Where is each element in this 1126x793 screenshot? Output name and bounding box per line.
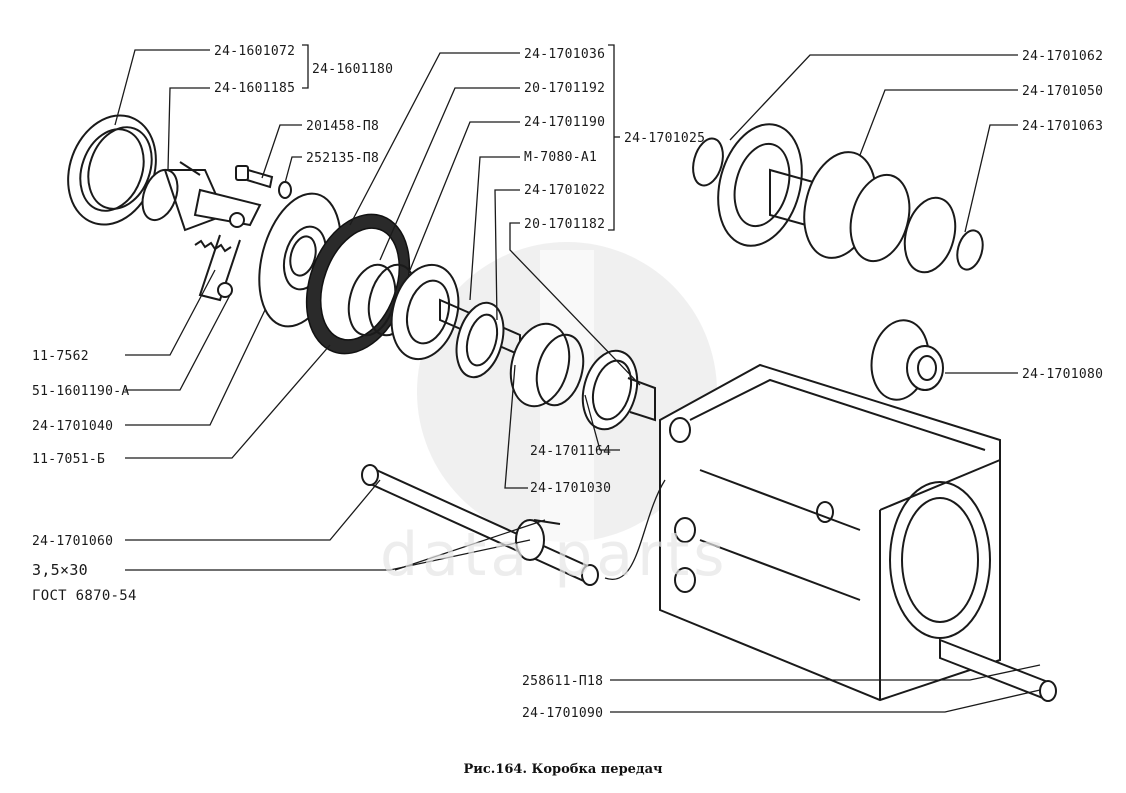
- label-24-1701063: 24-1701063: [1022, 119, 1103, 134]
- label-24-1601072: 24-1601072: [214, 44, 295, 59]
- synchro-ring-part: [581, 349, 656, 431]
- gearbox-housing-part: [659, 363, 1001, 702]
- label-258611-p18: 258611-П18: [522, 674, 603, 689]
- leader-lines: [114, 44, 1041, 713]
- label-24-1701164: 24-1701164: [530, 444, 611, 459]
- label-24-1701050: 24-1701050: [1022, 84, 1103, 99]
- label-11-7051-b: 11-7051-Б: [32, 452, 105, 467]
- pin-part: [533, 519, 561, 525]
- label-24-1701060: 24-1701060: [32, 534, 113, 549]
- bolt-part: [235, 165, 274, 189]
- reverse-axis-part: [939, 638, 1057, 702]
- label-201458-p8: 201458-П8: [306, 119, 379, 134]
- input-bearing-part: [390, 263, 460, 361]
- reverse-idler-gear-part: [870, 319, 944, 401]
- label-252135-p8: 252135-П8: [306, 151, 379, 166]
- washer-part: [278, 181, 292, 199]
- label-24-1601180: 24-1601180: [312, 62, 393, 77]
- label-24-1701190: 24-1701190: [524, 115, 605, 130]
- counter-gear-cluster-part: [692, 123, 984, 274]
- label-24-1701030: 24-1701030: [530, 481, 611, 496]
- label-20-1701182: 20-1701182: [524, 217, 605, 232]
- label-24-1601185: 24-1601185: [214, 81, 295, 96]
- label-24-1701022: 24-1701022: [524, 183, 605, 198]
- label-pin-size: 3,5×30: [32, 561, 88, 579]
- label-24-1701036: 24-1701036: [524, 47, 605, 62]
- label-24-1701090: 24-1701090: [522, 706, 603, 721]
- label-11-7562: 11-7562: [32, 349, 89, 364]
- label-20-1701192: 20-1701192: [524, 81, 605, 96]
- part-labels: 24-1601072 24-1601185 24-1601180 201458-…: [32, 44, 1103, 721]
- label-24-1701080: 24-1701080: [1022, 367, 1103, 382]
- label-24-1701040: 24-1701040: [32, 419, 113, 434]
- spring-part: [194, 239, 232, 253]
- label-m-7080-a1: М-7080-А1: [524, 150, 597, 165]
- label-51-1601190-a: 51-1601190-А: [32, 384, 130, 399]
- label-24-1701062: 24-1701062: [1022, 49, 1103, 64]
- label-gost-standard: ГОСТ 6870-54: [32, 588, 137, 604]
- shaft-to-housing-curve: [604, 479, 666, 581]
- input-shaft-part: [439, 298, 585, 408]
- watermark-text: data parts: [380, 520, 729, 590]
- label-24-1701025: 24-1701025: [624, 131, 705, 146]
- gasket-part: [305, 213, 411, 355]
- figure-caption: Рис.164. Коробка передач: [463, 762, 663, 777]
- release-fork-part: [193, 188, 262, 302]
- bearing-seal-part: [67, 114, 157, 226]
